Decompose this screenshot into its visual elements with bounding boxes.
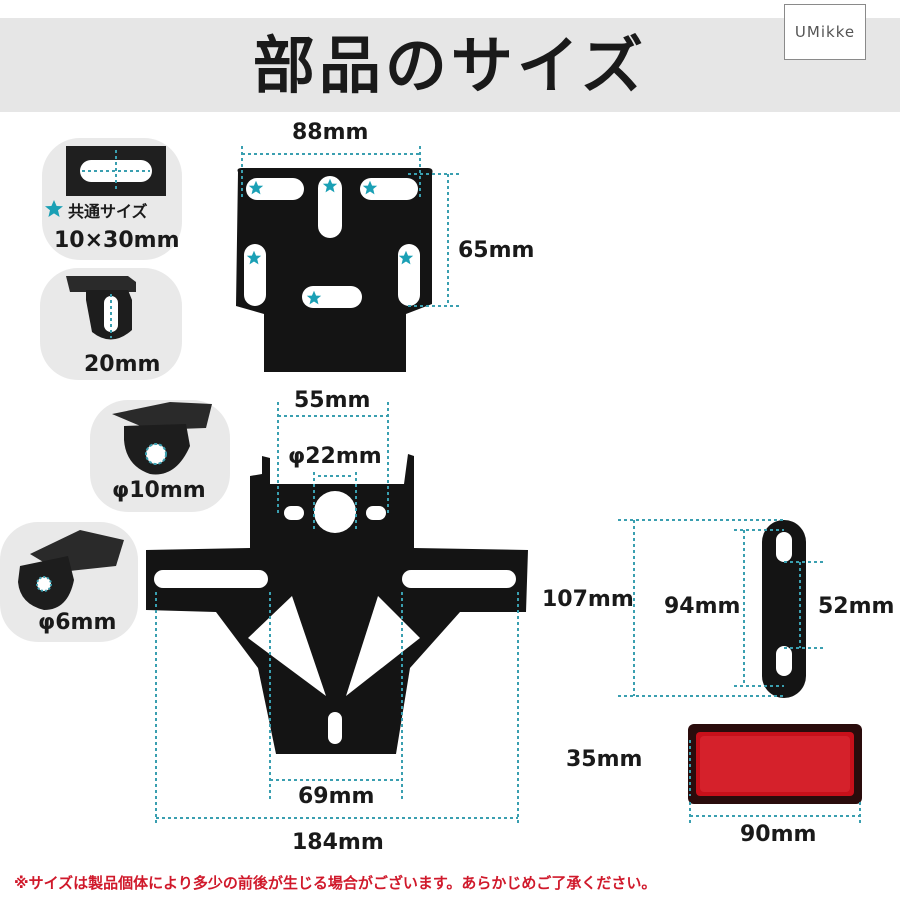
inner-width-label: 69mm: [298, 784, 375, 809]
header-bar: [0, 18, 900, 112]
footer-note: ※サイズは製品個体により多少の前後が生じる場合がございます。あらかじめご了承くだ…: [14, 874, 657, 892]
bracket-2-size-label: φ10mm: [112, 478, 206, 503]
bracket-1-size-label: 20mm: [84, 352, 161, 377]
reflector-width-label: 90mm: [740, 822, 817, 847]
side-bar-total-label: 107mm: [542, 587, 634, 612]
bracket-detail-image-2: [112, 402, 212, 475]
side-bar-length-label: 94mm: [664, 594, 741, 619]
side-bar: [762, 520, 806, 698]
hole-diameter-label: φ22mm: [288, 444, 382, 469]
upper-plate-width-label: 88mm: [292, 120, 369, 145]
common-size-legend: 共通サイズ: [68, 202, 148, 221]
page-title: 部品のサイズ: [252, 29, 648, 102]
bracket-detail-image-1: [66, 276, 136, 340]
side-bar-dimension-lines: [618, 519, 826, 697]
star-icon: [45, 200, 63, 217]
slot-detail-image: [45, 146, 166, 217]
upper-plate-dimension-lines: [241, 146, 462, 307]
upper-plate-height-label: 65mm: [458, 238, 535, 263]
brand-logo: UMikke: [784, 4, 866, 60]
side-bar-hole-spacing-label: 52mm: [818, 594, 895, 619]
slot-size-label: 10×30mm: [54, 228, 180, 253]
reflector-height-label: 35mm: [566, 747, 643, 772]
upper-plate: [236, 168, 433, 372]
main-bracket: [146, 454, 528, 754]
total-width-label: 184mm: [292, 830, 384, 855]
bracket-detail-image-3: [18, 530, 124, 610]
main-bracket-dimension-lines: [155, 402, 519, 826]
reflector-dimension-lines: [689, 740, 861, 826]
bracket-3-size-label: φ6mm: [38, 610, 117, 635]
top-width-label: 55mm: [294, 388, 371, 413]
reflector: [688, 724, 862, 804]
